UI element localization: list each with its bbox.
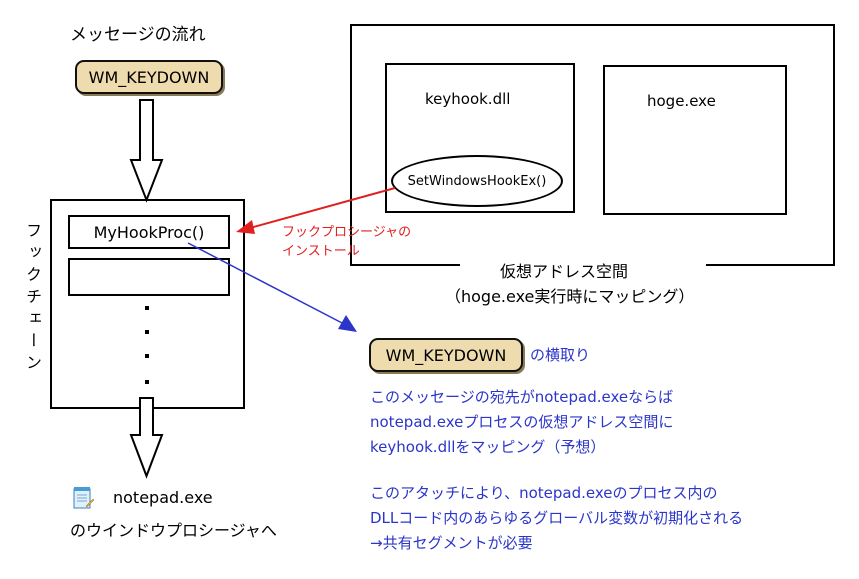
address-space-label-gap <box>460 250 706 276</box>
install-label-line1: フックプロシージャの <box>282 225 412 240</box>
notepad-icon <box>73 487 94 509</box>
my-hook-proc-box: MyHookProc() <box>68 215 230 249</box>
hook-chain-label-text: フックチェーン <box>23 222 42 376</box>
note1-line1: このメッセージの宛先がnotepad.exeならば <box>370 388 674 406</box>
message-pill-top: WM_KEYDOWN <box>75 60 223 94</box>
note2-line2: DLLコード内のあらゆるグローバル変数が初期化される <box>370 509 744 527</box>
note2-line3: →共有セグメントが必要 <box>370 534 533 552</box>
intercept-suffix: の横取り <box>530 346 591 364</box>
message-pill-intercept: WM_KEYDOWN <box>369 338 523 372</box>
flow-title: メッセージの流れ <box>70 25 206 45</box>
hoge-exe-label: hoge.exe <box>647 92 716 110</box>
chain-ellipsis-dot <box>145 354 149 358</box>
window-proc-label: のウインドウプロシージャへ <box>70 521 277 540</box>
virtual-address-space-note: （hoge.exe実行時にマッピング） <box>445 287 695 306</box>
hook-chain-label: フックチェーン <box>18 222 42 376</box>
chain-ellipsis-dot <box>145 306 149 310</box>
install-arrow-line <box>249 187 396 229</box>
hoge-exe-box <box>603 65 787 215</box>
note1-line3: keyhook.dllをマッピング（予想） <box>370 438 606 456</box>
hook-proc-slot-box <box>68 258 230 296</box>
notepad-label: notepad.exe <box>113 488 213 507</box>
note1-line2: notepad.exeプロセスの仮想アドレス空間に <box>370 413 674 431</box>
chain-ellipsis-dot <box>145 330 149 334</box>
intercept-arrow-head <box>338 315 357 332</box>
set-windows-hook-ex-ellipse: SetWindowsHookEx() <box>391 155 563 207</box>
down-arrow-bottom <box>129 397 164 479</box>
install-label-line2: インストール <box>282 244 360 259</box>
intercept-arrow-line <box>187 242 345 325</box>
note2-line1: このアタッチにより、notepad.exeのプロセス内の <box>370 484 718 502</box>
keyhook-dll-label: keyhook.dll <box>425 90 511 108</box>
virtual-address-space-label: 仮想アドレス空間 <box>500 262 629 281</box>
install-arrow-head <box>236 220 255 234</box>
chain-ellipsis-dot <box>145 380 149 384</box>
down-arrow-top <box>129 99 164 203</box>
